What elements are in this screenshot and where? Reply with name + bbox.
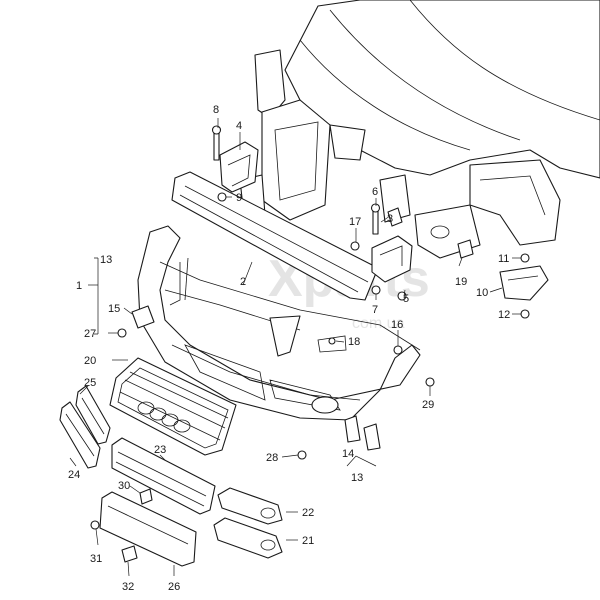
callout-4: 4: [236, 120, 242, 132]
callout-7: 7: [372, 304, 378, 316]
clip-19: [457, 239, 474, 259]
clip-32: [121, 545, 138, 563]
nut-9: [217, 192, 227, 202]
bracket-14: [344, 415, 381, 451]
watermark-sub: com.ua: [352, 315, 405, 332]
screw-17: [350, 241, 360, 251]
license-plate-holder: [99, 491, 197, 567]
callout-30: 30: [118, 480, 130, 492]
bolt-8: [211, 125, 222, 161]
callout-21: 21: [302, 535, 314, 547]
clip-18: [328, 337, 336, 345]
screw-12: [520, 309, 530, 319]
reflector-15: [131, 305, 155, 329]
fog-grille-21: [213, 517, 283, 559]
callout-18: 18: [348, 336, 360, 348]
screw-31: [90, 520, 100, 530]
callout-26: 26: [168, 581, 180, 593]
leader-lines: [69, 118, 521, 577]
radiator-grille: [109, 357, 237, 456]
callout-2: 2: [240, 276, 246, 288]
callout-32: 32: [122, 581, 134, 593]
car-body: [239, 0, 600, 259]
clip-30: [139, 488, 153, 505]
callout-27: 27: [84, 328, 96, 340]
callout-17: 17: [349, 216, 361, 228]
callout-9: 9: [236, 192, 242, 204]
callout-11: 11: [498, 253, 509, 265]
callout-20: 20: [84, 355, 96, 367]
trim-strip-24: [59, 401, 101, 469]
bumper-cover: [137, 225, 421, 421]
callout-5: 5: [403, 293, 409, 305]
callout-13-top: 13: [100, 254, 112, 266]
callout-15: 15: [108, 303, 120, 315]
callout-16: 16: [391, 319, 403, 331]
callout-3: 3: [387, 213, 393, 225]
callout-13-bottom: 13: [351, 472, 363, 484]
callout-labels: 13 1 15 27 20 25 24 23 30 31 32 26 22 21…: [68, 104, 510, 593]
callout-10: 10: [476, 287, 488, 299]
impact-bar: [171, 171, 379, 301]
callout-19: 19: [455, 276, 467, 288]
callout-1: 1: [76, 280, 82, 292]
fog-grille-22: [217, 487, 283, 525]
callout-24: 24: [68, 469, 80, 481]
callout-8: 8: [213, 104, 219, 116]
callout-31: 31: [90, 553, 102, 565]
callout-6: 6: [372, 186, 378, 198]
screw-16: [393, 345, 403, 355]
nut-7: [371, 285, 381, 295]
screw-11: [520, 253, 530, 263]
trim-strip-25: [75, 385, 111, 445]
lower-grille: [111, 437, 216, 515]
screw-28: [297, 450, 307, 460]
callout-14: 14: [342, 448, 354, 460]
callout-22: 22: [302, 507, 314, 519]
callout-23: 23: [154, 444, 166, 456]
callout-29: 29: [422, 399, 434, 411]
callout-25: 25: [84, 377, 96, 389]
callout-28: 28: [266, 452, 278, 464]
screw-29: [425, 377, 435, 387]
bracket-10: [499, 265, 549, 301]
callout-12: 12: [498, 309, 510, 321]
bracket-5: [371, 235, 413, 283]
bracket-4: [219, 141, 259, 193]
clip-3: [387, 207, 403, 227]
screw-27: [117, 328, 127, 338]
bolt-6: [370, 203, 381, 235]
